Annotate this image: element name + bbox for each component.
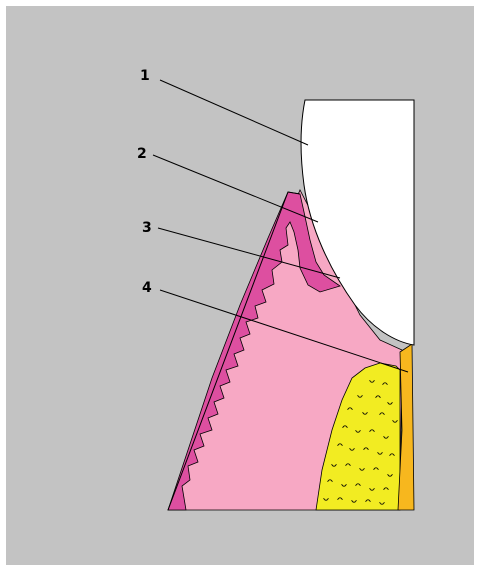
label-3: 3	[142, 220, 152, 236]
label-1: 1	[140, 68, 150, 84]
label-4: 4	[142, 280, 152, 296]
label-2: 2	[137, 146, 147, 162]
